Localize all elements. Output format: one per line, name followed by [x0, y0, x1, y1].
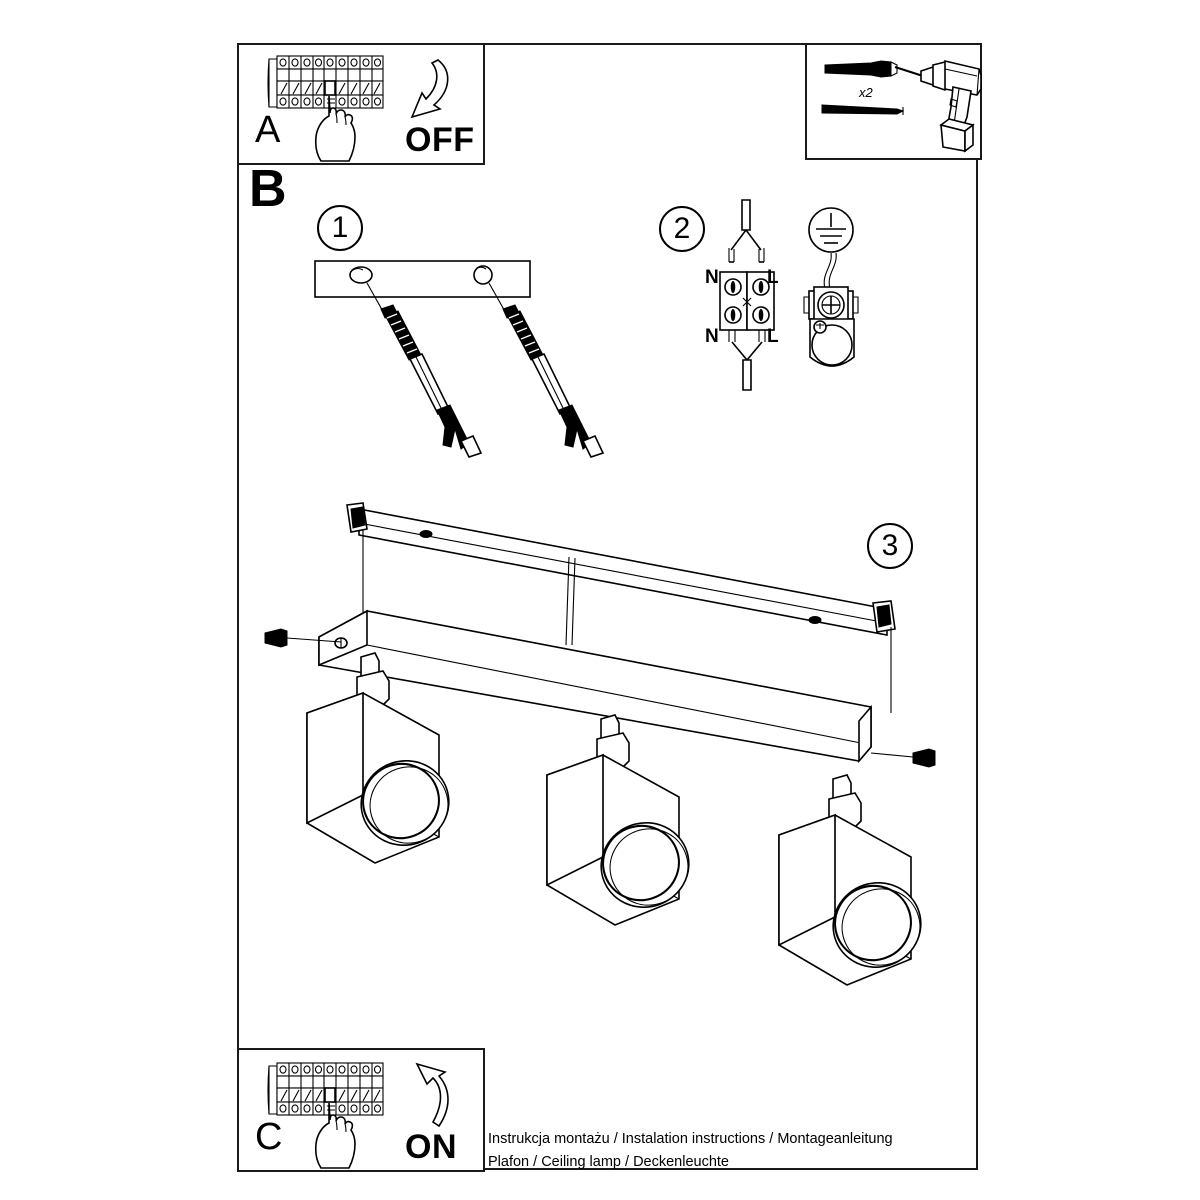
circuit-breaker-panel-icon-on	[267, 1062, 384, 1169]
screw-icon	[821, 104, 905, 115]
earth-ground-terminal-icon	[803, 207, 859, 367]
footer-line-2: Plafon / Ceiling lamp / Deckenleuchte	[488, 1154, 729, 1170]
panel-c-letter: C	[255, 1116, 283, 1158]
terminal-label-l-bottom: L	[767, 326, 779, 347]
terminal-label-n-bottom: N	[705, 326, 719, 347]
step-3-number: 3	[867, 523, 913, 569]
pointing-finger-icon-on	[314, 1102, 356, 1169]
tools-quantity-label: x2	[859, 85, 873, 100]
terminal-block-wiring-icon	[719, 199, 775, 391]
step-1-number: 1	[317, 205, 363, 251]
terminal-label-l-top: L	[767, 267, 779, 288]
panel-c-action-label: ON	[405, 1128, 457, 1166]
panel-b-letter: B	[249, 160, 287, 218]
panel-c-power-on: C	[237, 1048, 485, 1172]
panel-a-power-off: A	[237, 43, 485, 165]
circuit-breaker-panel-icon	[267, 55, 384, 162]
power-drill-icon	[894, 59, 982, 153]
mounting-bar-with-screws-icon	[314, 260, 605, 458]
step-2-number: 2	[659, 206, 705, 252]
spotlight-cube-1	[306, 652, 450, 864]
terminal-label-n-top: N	[705, 267, 719, 288]
spotlight-cube-3	[778, 774, 922, 986]
footer-line-1: Instrukcja montażu / Instalation instruc…	[488, 1131, 893, 1147]
panel-a-letter: A	[255, 109, 281, 151]
arrow-down-icon	[410, 59, 449, 119]
panel-a-action-label: OFF	[405, 121, 475, 159]
arrow-up-icon	[415, 1062, 449, 1128]
pointing-finger-icon	[314, 95, 356, 162]
wall-plug-anchor-icon	[824, 60, 898, 78]
ceiling-lamp-assembly-icon	[264, 502, 936, 986]
panel-tools: x2	[805, 43, 982, 160]
spotlight-cube-2	[546, 714, 690, 926]
instruction-sheet: A	[237, 43, 982, 1172]
